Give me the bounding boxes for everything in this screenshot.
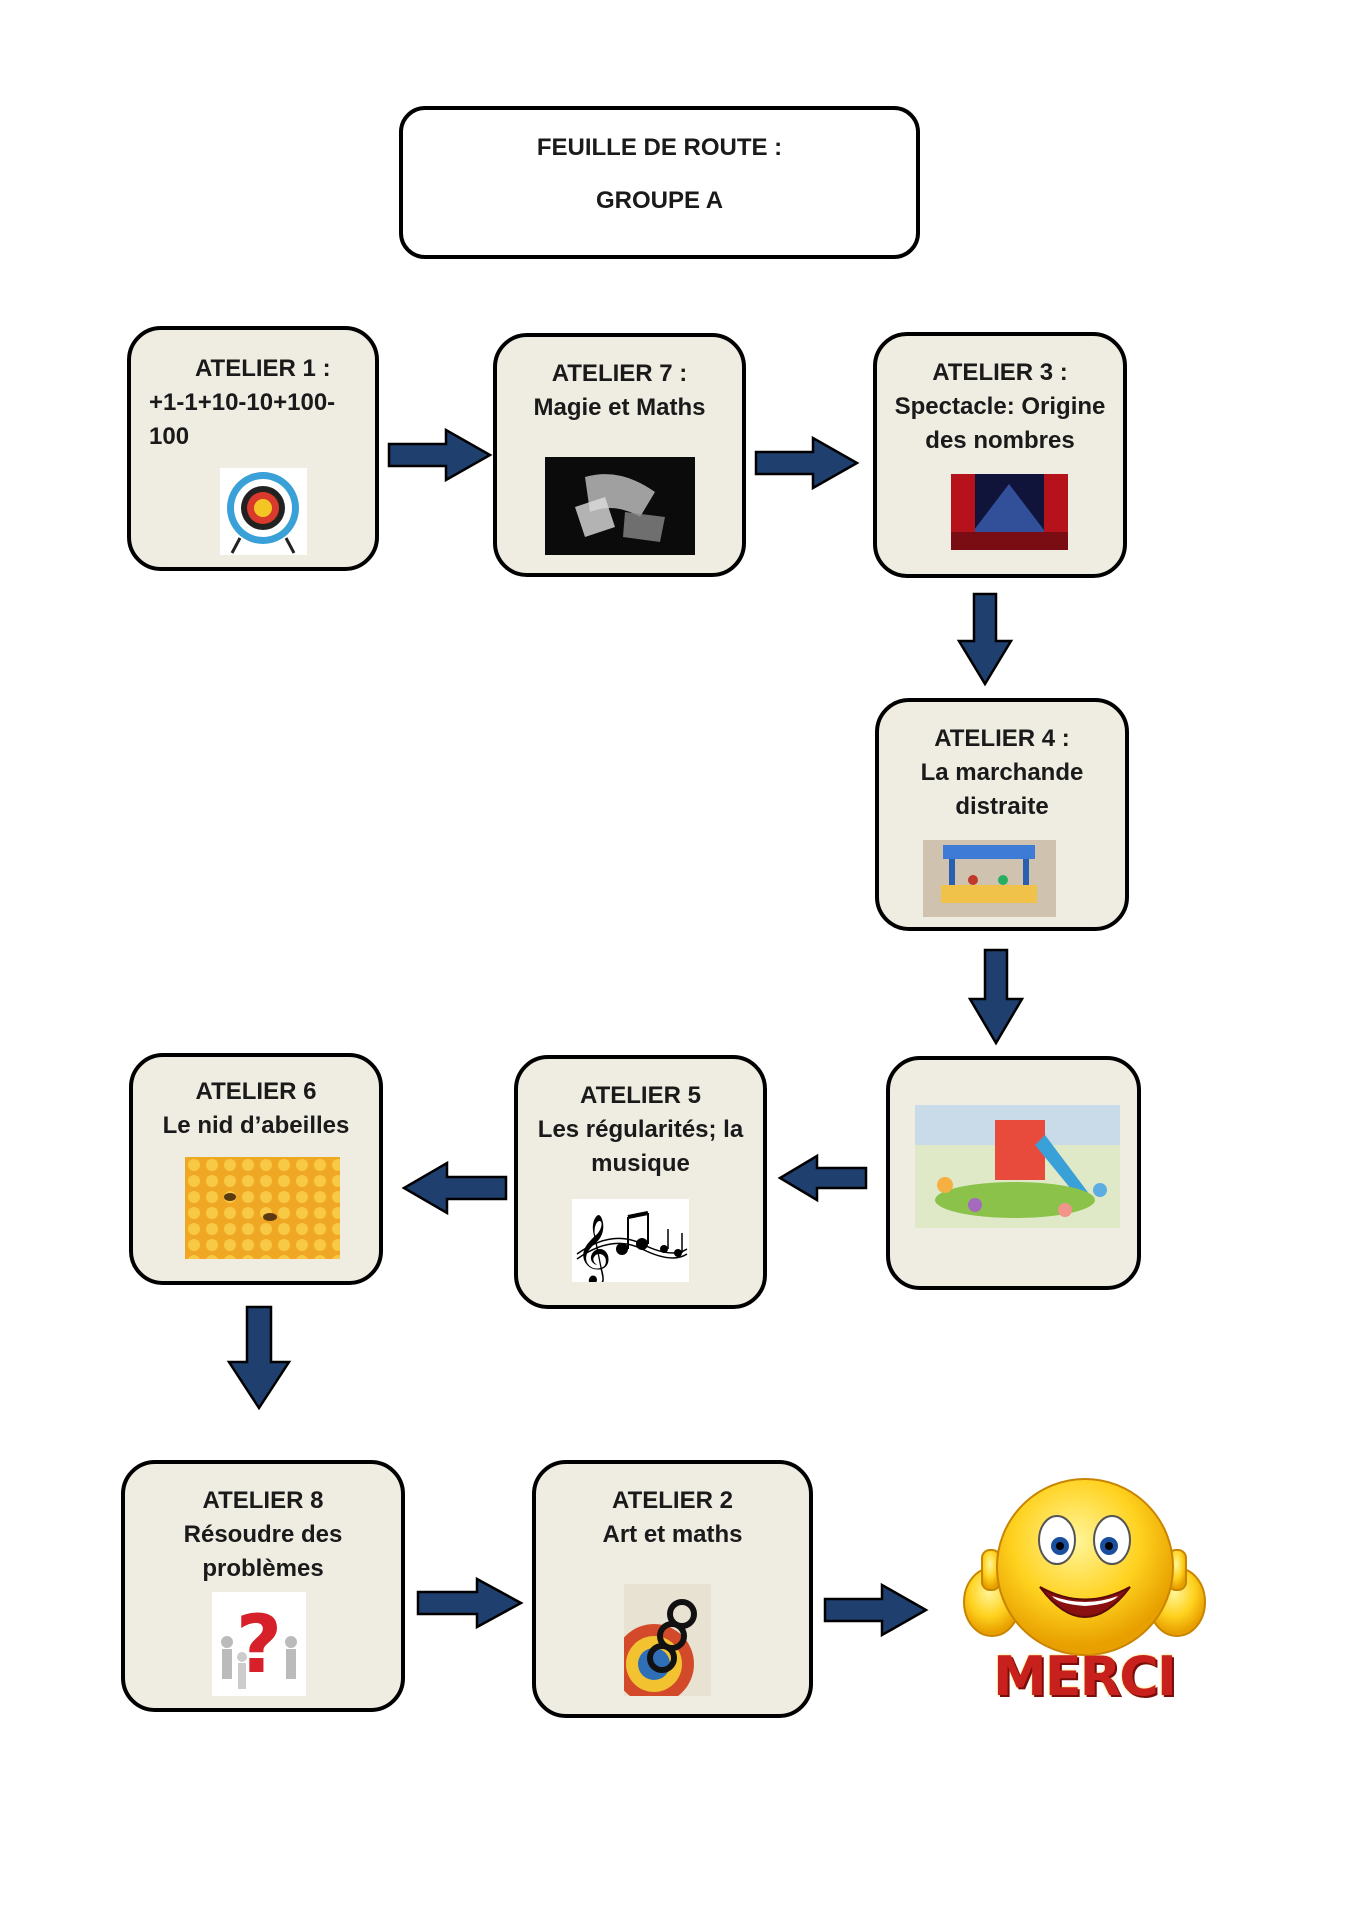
arrow-down-3-to-4	[955, 591, 1015, 688]
honeycomb-image	[185, 1157, 340, 1259]
atelier-6-title: ATELIER 6	[195, 1078, 317, 1105]
roadmap-title-box: FEUILLE DE ROUTE : GROUPE A	[399, 106, 920, 259]
atelier-3-title: ATELIER 3 :	[932, 359, 1068, 386]
atelier-5-subtitle-2: musique	[591, 1150, 690, 1177]
playground-box	[886, 1056, 1141, 1290]
atelier-1-subtitle: +1-1+10-10+100-	[149, 389, 336, 416]
atelier-3-subtitle-2: des nombres	[925, 427, 1075, 454]
arrow-down-6-to-8	[225, 1304, 293, 1412]
arrow-right-2-to-merci	[822, 1582, 930, 1638]
atelier-6-box: ATELIER 6 Le nid d’abeilles	[129, 1053, 383, 1285]
atelier-1-title: ATELIER 1 :	[195, 355, 331, 382]
arrow-right-7-to-3	[753, 435, 861, 491]
atelier-4-subtitle-2: distraite	[955, 793, 1049, 820]
atelier-8-box: ATELIER 8 Résoudre des problèmes ?	[121, 1460, 405, 1712]
roadmap-title: FEUILLE DE ROUTE :	[536, 134, 783, 161]
atelier-1-box: ATELIER 1 : +1-1+10-10+100- 100	[127, 326, 379, 571]
atelier-3-box: ATELIER 3 : Spectacle: Origine des nombr…	[873, 332, 1127, 578]
abstract-art-image	[624, 1584, 711, 1696]
atelier-4-title: ATELIER 4 :	[934, 725, 1070, 752]
target-icon	[220, 468, 307, 555]
atelier-7-subtitle: Magie et Maths	[533, 394, 706, 421]
arrow-left-5-to-6	[401, 1160, 509, 1216]
atelier-1-subtitle-2: 100	[149, 423, 190, 450]
atelier-8-title: ATELIER 8	[202, 1487, 324, 1514]
merci-text: MERCI	[993, 1645, 1177, 1708]
playground-image	[915, 1105, 1120, 1228]
atelier-5-title: ATELIER 5	[580, 1082, 701, 1109]
atelier-5-subtitle: Les régularités; la	[537, 1116, 744, 1143]
magic-cards-image	[545, 457, 695, 555]
atelier-4-box: ATELIER 4 : La marchande distraite	[875, 698, 1129, 931]
atelier-7-box: ATELIER 7 : Magie et Maths	[493, 333, 746, 577]
arrow-left-playground-to-5	[777, 1153, 869, 1203]
atelier-6-subtitle: Le nid d’abeilles	[162, 1112, 350, 1139]
atelier-5-box: ATELIER 5 Les régularités; la musique 𝄞	[514, 1055, 767, 1309]
atelier-8-subtitle-2: problèmes	[202, 1555, 324, 1582]
arrow-right-8-to-2	[415, 1576, 525, 1630]
atelier-2-box: ATELIER 2 Art et maths	[532, 1460, 813, 1718]
thumbs-up-smiley	[952, 1462, 1217, 1712]
svg-text:𝄞: 𝄞	[576, 1214, 611, 1282]
atelier-2-title: ATELIER 2	[612, 1487, 733, 1514]
atelier-3-subtitle: Spectacle: Origine	[894, 393, 1106, 420]
atelier-2-subtitle: Art et maths	[602, 1521, 743, 1548]
music-notes-image: 𝄞	[572, 1199, 689, 1282]
arrow-right-1-to-7	[386, 427, 494, 483]
atelier-7-title: ATELIER 7 :	[551, 360, 688, 387]
atelier-4-subtitle: La marchande	[920, 759, 1084, 786]
arrow-down-4-to-playground	[966, 947, 1026, 1047]
atelier-8-subtitle: Résoudre des	[183, 1521, 343, 1548]
group-label: GROUPE A	[595, 187, 724, 214]
market-stall-image	[923, 840, 1056, 917]
question-mark-image: ?	[212, 1592, 306, 1696]
theater-stage-image	[951, 474, 1068, 550]
